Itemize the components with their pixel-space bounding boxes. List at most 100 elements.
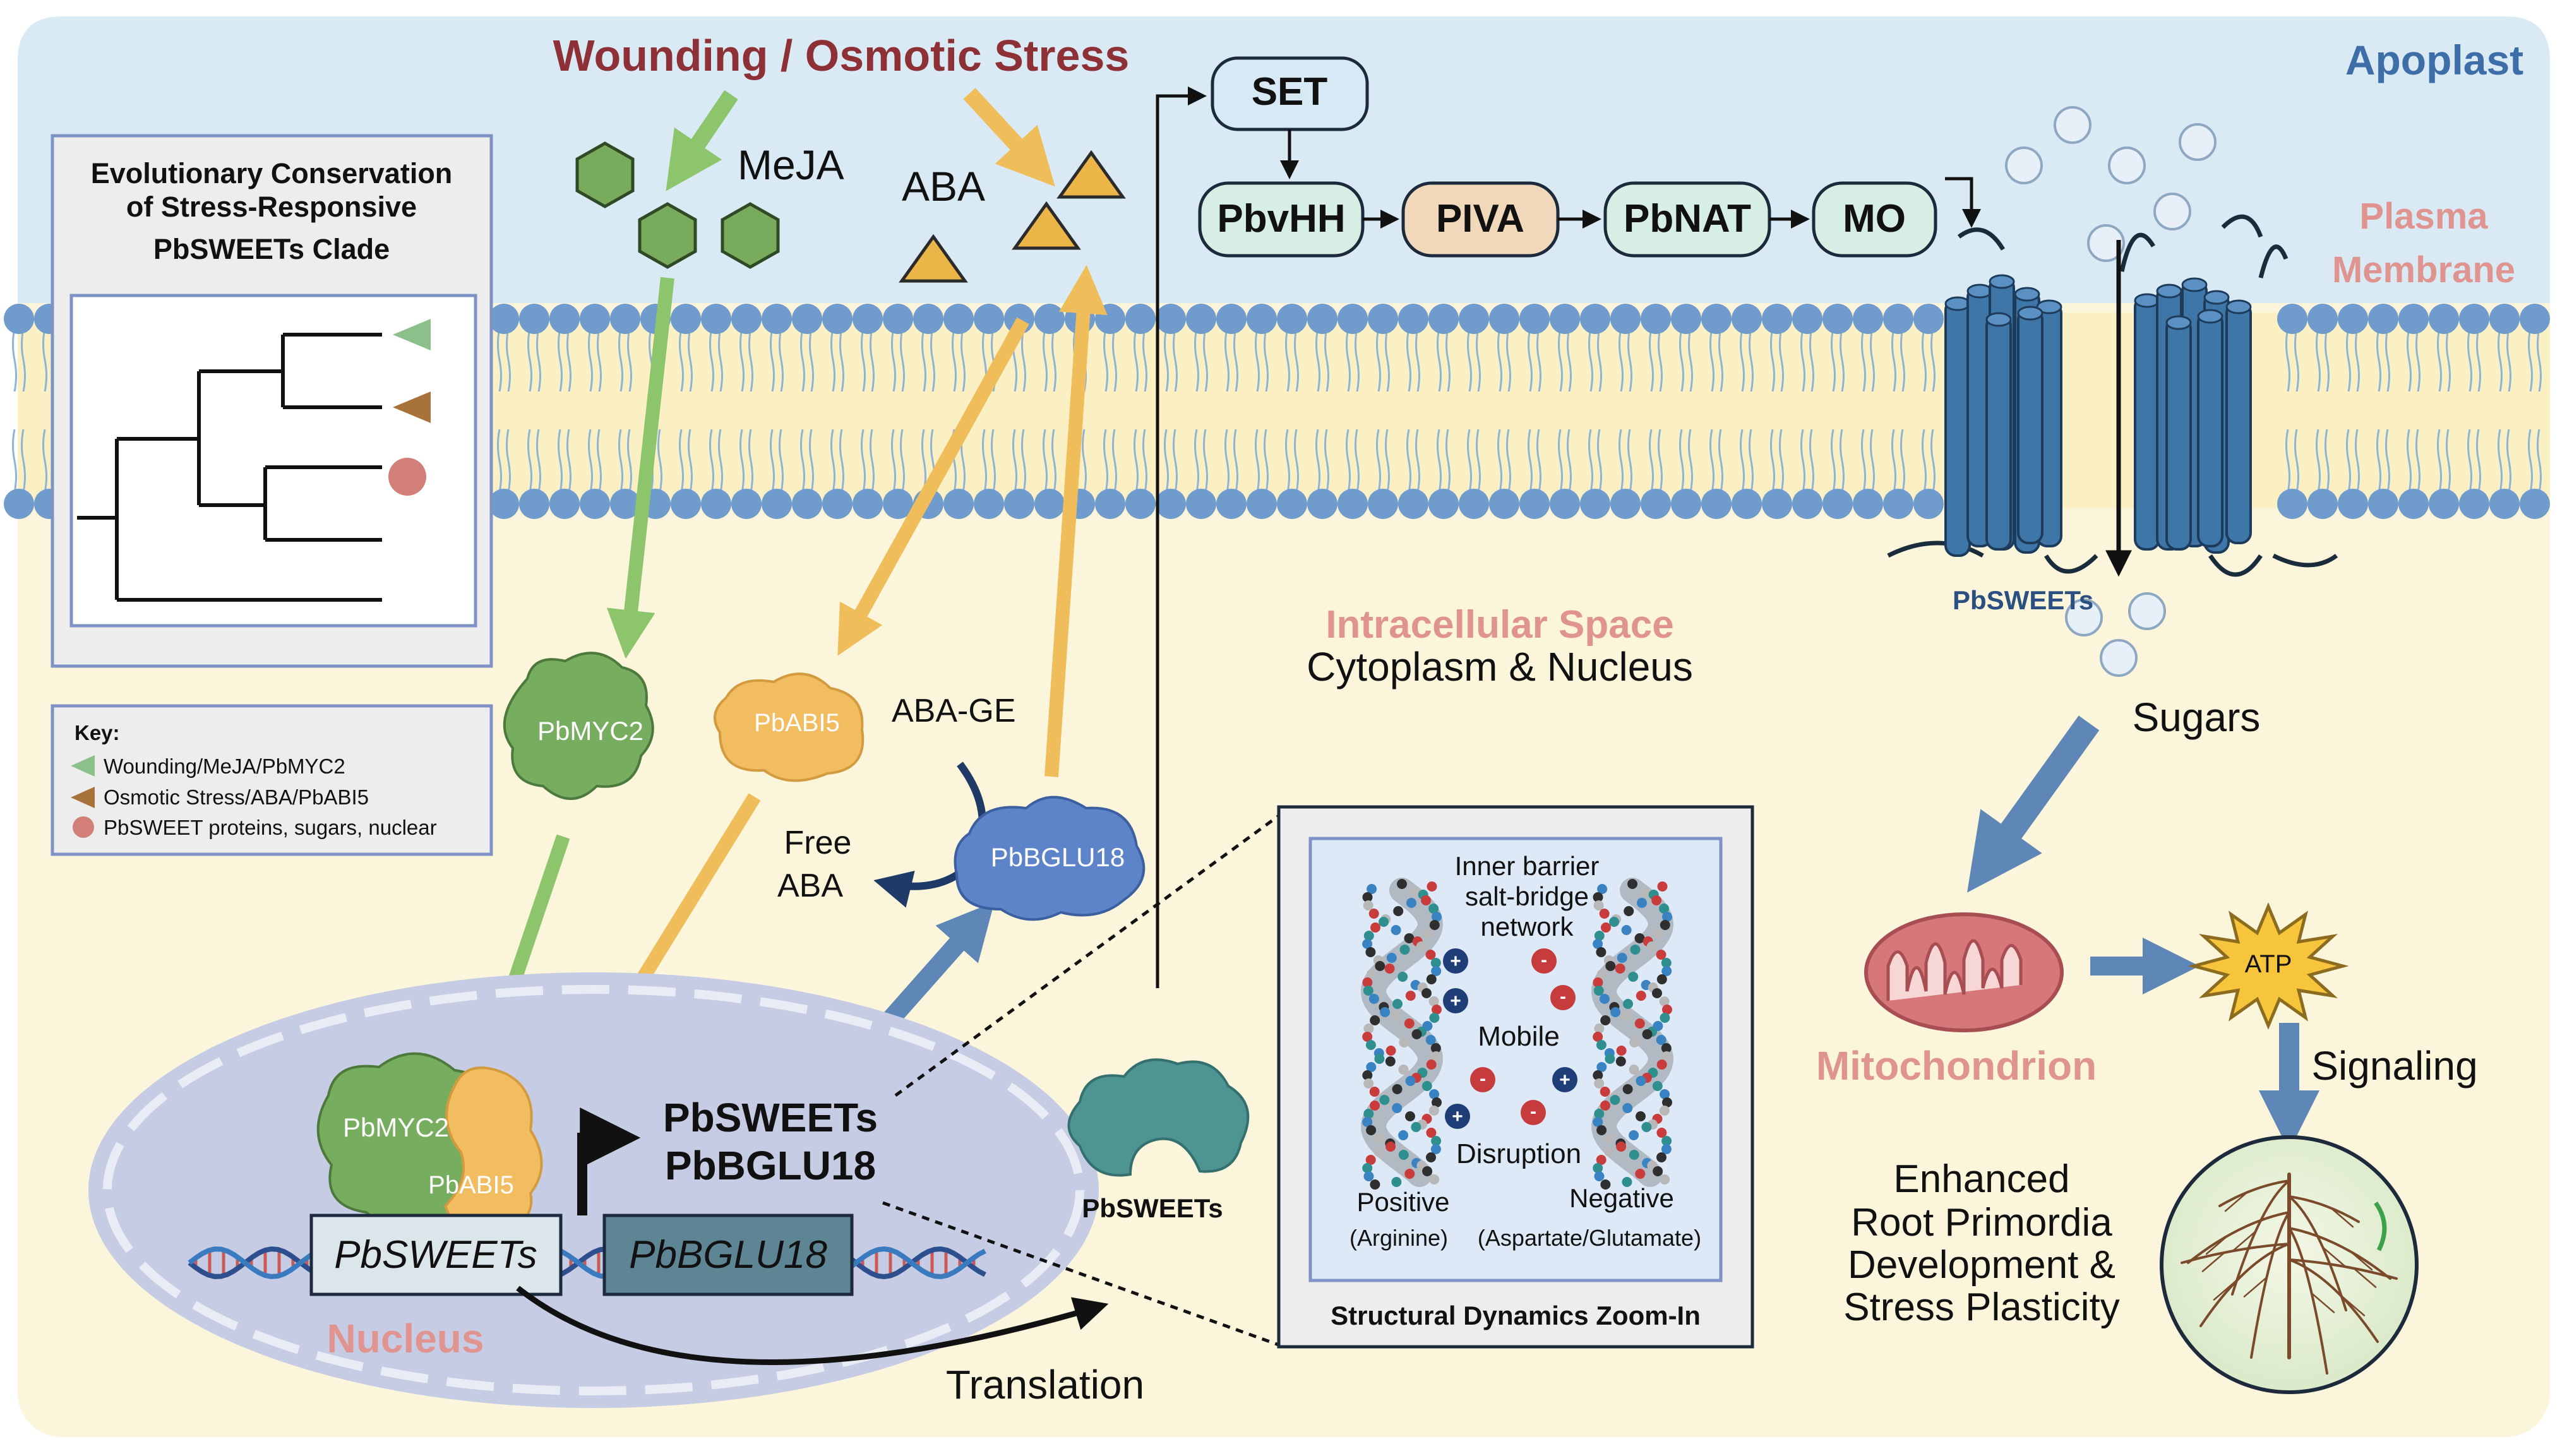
lipid-head [1459, 489, 1489, 519]
helix-atom [1370, 1101, 1380, 1111]
lipid-tail [588, 328, 602, 493]
lipid-head [701, 304, 731, 334]
helix-atom [1386, 953, 1397, 963]
positive-residue-label: (Arginine) [1349, 1225, 1448, 1251]
root-hair [2352, 1267, 2377, 1288]
lipid-head [1186, 489, 1216, 519]
helix-atom [1615, 1056, 1626, 1066]
meja-arrow [666, 90, 738, 191]
helix-cap [1985, 312, 2012, 327]
helix-atom [1374, 1133, 1384, 1143]
helix-atom [1652, 988, 1662, 998]
helix-atom [1362, 1032, 1373, 1042]
helix-atom [1600, 1087, 1610, 1097]
root-hair [2243, 1277, 2268, 1298]
meja-hexagon [575, 141, 635, 208]
helix-atom [1374, 1054, 1385, 1064]
helix-atom [1656, 1128, 1667, 1138]
negative-residue-label: (Aspartate/Glutamate) [1478, 1225, 1701, 1251]
lipid-head [1034, 304, 1065, 334]
plasma-membrane-label-1: Plasma [2359, 196, 2488, 237]
helix-atom [1604, 1147, 1615, 1157]
intracellular-label: Intracellular Space [1325, 603, 1673, 647]
lipid-head [1247, 304, 1277, 334]
helix-atom [1624, 906, 1634, 916]
plasma-membrane-label-2: Membrane [2332, 249, 2515, 290]
helix-atom [1428, 996, 1439, 1006]
lipid-tail [1831, 328, 1845, 493]
sugar-bubble [2087, 224, 2125, 262]
lipid-head [822, 489, 853, 519]
pbglu18-label: PbBGLU18 [991, 842, 1125, 872]
root-hair [2232, 1231, 2256, 1252]
lipid-head [4, 304, 34, 334]
helix-atom [1362, 1163, 1373, 1173]
lipid-tail [709, 328, 723, 493]
helix-atom [1379, 917, 1389, 927]
helix-atom [1432, 912, 1442, 922]
aba-to-abi5-arrow [837, 317, 1029, 656]
key-pbsweet-icon [73, 816, 94, 838]
helix-atom [1660, 1013, 1670, 1023]
helix-atom [1379, 1095, 1390, 1105]
positive-sign: + [1450, 991, 1461, 1011]
helix-atom [1661, 1144, 1672, 1154]
root-branch [2181, 1243, 2290, 1264]
helix-atom [1651, 895, 1662, 905]
helix-atom [1423, 928, 1433, 938]
pbsweets-transporter [1887, 214, 2338, 577]
lipid-tail [618, 328, 632, 493]
lipid-tail [1861, 328, 1875, 493]
legend-key: Key: Wounding/MeJA/PbMYC2 Osmotic Stress… [51, 704, 493, 856]
helix-atom [1365, 1155, 1376, 1165]
lipid-tail [1709, 328, 1723, 493]
lipid-head [1368, 489, 1398, 519]
lipid-tail [739, 328, 753, 493]
meja-label: MeJA [738, 141, 844, 188]
root-branch [2218, 1179, 2290, 1207]
lipid-tail [982, 328, 996, 493]
lipid-head [1550, 489, 1580, 519]
lipid-head [2459, 304, 2489, 334]
lipid-tail [1770, 328, 1784, 493]
mo-to-transporter-arrow [1945, 177, 1981, 228]
helix-atom [1411, 1029, 1422, 1039]
helix-atom [1656, 974, 1667, 984]
helix-cap [1966, 283, 1993, 299]
evolution-panel: Evolutionary Conservation of Stress-Resp… [51, 134, 493, 668]
helix-atom [1596, 1040, 1607, 1050]
helix-atom [1399, 945, 1410, 955]
helix-atom [1642, 1029, 1653, 1039]
transporter-helix [1985, 314, 2012, 551]
helix-atom [1637, 898, 1647, 908]
zoom-title: Structural Dynamics Zoom-In [1331, 1301, 1701, 1330]
helix-cap [2156, 283, 2182, 299]
signaling-label: Signaling [2311, 1043, 2477, 1089]
lipid-head [1610, 489, 1641, 519]
root-hair [2341, 1296, 2366, 1316]
barrier-label-3: network [1480, 912, 1574, 941]
lipid-tail [1497, 328, 1511, 493]
helix-atom [1405, 991, 1416, 1001]
helix-atom [1421, 1081, 1432, 1091]
helix-atom [1662, 1005, 1672, 1015]
helix-atom [1622, 1177, 1632, 1187]
helix-atom [1370, 922, 1380, 933]
helix-atom [1385, 1046, 1396, 1056]
helix-atom [1426, 1059, 1437, 1070]
aba-triangle [1056, 150, 1126, 199]
evolution-title-1: Evolutionary Conservation [91, 157, 453, 189]
lipid-head [853, 304, 883, 334]
transporter-helix [2225, 302, 2252, 544]
pbsweets-protein-label: PbSWEETs [1082, 1193, 1223, 1223]
outcome-line-2: Root Primordia [1851, 1201, 2112, 1244]
helix-atom [1430, 958, 1441, 968]
sugar-bubble [2054, 106, 2091, 144]
piva-label: PIVA [1436, 197, 1524, 241]
lipid-head [2520, 489, 2550, 519]
pbvhh-label: PbvHH [1217, 197, 1345, 241]
helix-atom [1636, 991, 1646, 1001]
lipid-head [1519, 489, 1550, 519]
lipid-tail [952, 328, 966, 493]
lipid-head [1095, 304, 1125, 334]
